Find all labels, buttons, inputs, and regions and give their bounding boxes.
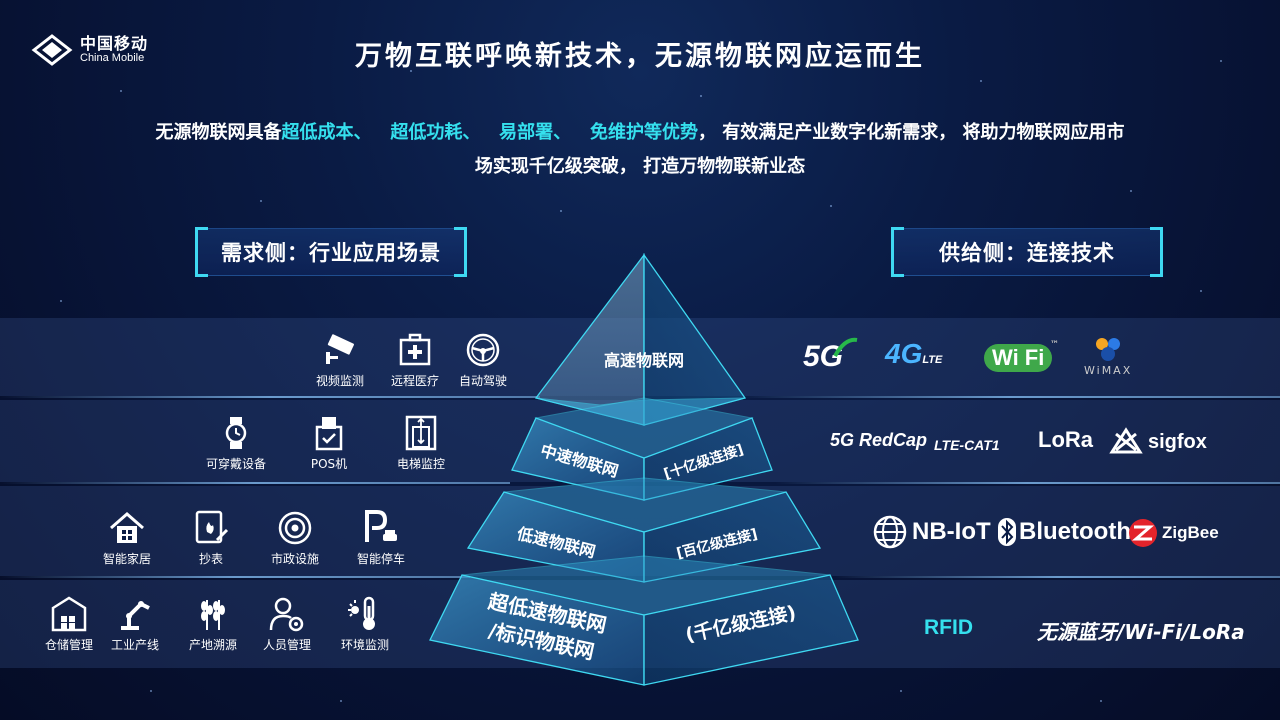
tech-lte-cat1: LTE-CAT1 <box>934 437 1000 453</box>
bluetooth-icon <box>998 518 1016 546</box>
supply-side-label: 供给侧：连接技术 <box>891 227 1163 277</box>
wimax-icon <box>1096 338 1121 361</box>
app-industrial-line: 工业产线 <box>95 594 175 653</box>
row-separator <box>775 482 1280 484</box>
pyramid-tier-3 <box>466 477 822 583</box>
row-separator <box>835 576 1280 578</box>
highlight-easy-deploy: 易部署、 <box>499 122 572 143</box>
app-wearable: 可穿戴设备 <box>196 413 276 472</box>
tech-5g-logo: 5G <box>803 337 858 374</box>
app-environment: 环境监测 <box>325 594 405 653</box>
tech-wifi-trademark: ™ <box>1050 340 1059 350</box>
warehouse-icon <box>51 596 87 632</box>
demand-side-label: 需求侧：行业应用场景 <box>195 227 467 277</box>
app-autonomous-driving: 自动驾驶 <box>443 330 523 389</box>
tech-wifi-logo: Wi Fi <box>984 344 1053 372</box>
page-title: 万物互联呼唤新技术，无源物联网应运而生 <box>355 41 925 72</box>
description-line2: 场实现千亿级突破， 打造万物物联新业态 <box>474 156 806 177</box>
highlight-low-cost: 超低成本、 <box>281 122 372 143</box>
medical-kit-icon <box>399 333 431 366</box>
tech-5g-redcap: 5G RedCap <box>830 430 928 450</box>
sigfox-icon <box>1109 427 1143 454</box>
row-separator <box>740 396 1280 398</box>
logo-chinese-text: 中国移动 <box>80 33 149 53</box>
zigbee-icon <box>1129 519 1157 547</box>
highlight-maintenance-free: 免维护等优势 <box>589 122 698 143</box>
tech-passive-protocols: 无源蓝牙/Wi-Fi/LoRa <box>1037 620 1245 644</box>
pyramid-tier-4 <box>429 555 859 686</box>
elevator-icon <box>405 415 437 451</box>
smartwatch-icon <box>225 417 247 449</box>
logo-english-text: China Mobile <box>80 51 145 64</box>
app-smart-home: 智能家居 <box>87 508 167 567</box>
pyramid-tier-1 <box>534 252 747 426</box>
meter-reading-icon <box>195 510 229 544</box>
signal-arc-icon <box>833 337 858 357</box>
tech-4g-lte-logo: 4GLTE <box>885 338 943 369</box>
app-origin-trace: 产地溯源 <box>173 594 253 653</box>
app-smart-parking: 智能停车 <box>341 508 421 567</box>
app-video-monitoring: 视频监测 <box>300 330 380 389</box>
app-remote-medical: 远程医疗 <box>375 330 455 389</box>
app-personnel: 人员管理 <box>247 594 327 653</box>
municipal-target-icon <box>278 511 312 545</box>
tech-zigbee-logo: ZigBee <box>1128 518 1219 548</box>
tech-sigfox-logo: sigfox <box>1108 426 1207 458</box>
china-mobile-logo: 中国移动 China Mobile <box>30 30 148 70</box>
steering-wheel-icon <box>466 333 500 367</box>
smart-home-icon <box>110 512 144 543</box>
description-prefix: 无源物联网具备 <box>155 122 282 143</box>
wheat-icon <box>201 600 225 630</box>
robot-arm-icon <box>121 601 150 630</box>
tech-rfid: RFID <box>924 616 973 639</box>
globe-icon <box>873 515 907 549</box>
tech-bluetooth-logo: Bluetooth <box>998 518 1131 546</box>
app-meter-reading: 抄表 <box>171 508 251 567</box>
row-separator <box>0 396 540 398</box>
description-text: 无源物联网具备超低成本、 超低功耗、 易部署、 免维护等优势， 有效满足产业数字… <box>30 116 1250 184</box>
smart-parking-icon <box>365 510 397 542</box>
description-line1-rest: ， 有效满足产业数字化新需求， 将助力物联网应用市 <box>697 122 1125 143</box>
tech-nb-iot-logo: NB-IoT <box>872 514 991 550</box>
app-warehouse: 仓储管理 <box>29 594 109 653</box>
pos-terminal-icon <box>315 417 343 451</box>
tech-wimax-logo: WiMAX <box>1084 334 1132 377</box>
thermometer-sun-icon <box>348 596 375 630</box>
tier1-label: 高速物联网 <box>604 351 684 370</box>
china-mobile-logo-icon <box>31 34 73 66</box>
app-pos-machine: POS机 <box>289 413 369 472</box>
cctv-camera-icon <box>326 334 354 364</box>
person-gear-icon <box>269 597 304 632</box>
row-separator <box>0 482 510 484</box>
pyramid-tier-2 <box>511 397 773 501</box>
app-elevator-monitor: 电梯监控 <box>381 413 461 472</box>
highlight-low-power: 超低功耗、 <box>390 122 481 143</box>
tech-lora-logo: LoRa <box>1038 427 1093 452</box>
row-separator <box>0 576 470 578</box>
app-municipal: 市政设施 <box>255 508 335 567</box>
